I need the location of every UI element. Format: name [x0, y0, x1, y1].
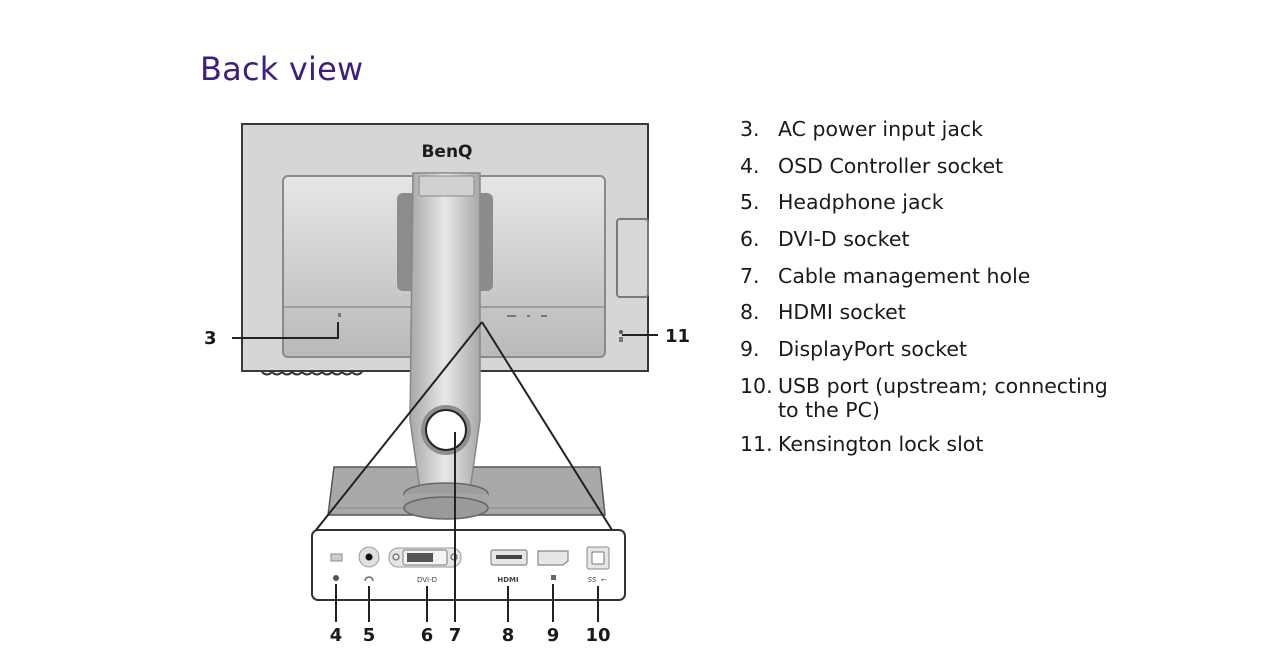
legend-item: 3.AC power input jack	[740, 117, 984, 141]
port-legend: 3.AC power input jack 4.OSD Controller s…	[740, 117, 1108, 469]
legend-item: 5.Headphone jack	[740, 190, 944, 215]
port-panel: DVI-D HDMI SS ⭠	[311, 529, 626, 601]
usb-port-label: SS	[588, 576, 597, 584]
usb-icon: ⭠	[601, 575, 608, 584]
usb-upstream-port	[586, 546, 610, 570]
legend-item: 9.DisplayPort socket	[740, 337, 968, 362]
callout-4: 4	[330, 625, 343, 646]
legend-item: 8.HDMI socket	[740, 300, 906, 325]
callout-8: 8	[502, 625, 515, 646]
callout-3: 3	[204, 328, 217, 349]
dvi-port-label: DVI-D	[417, 576, 437, 584]
hdmi-port-label: HDMI	[497, 576, 518, 584]
callout-10: 10	[585, 625, 610, 646]
callout-6: 6	[421, 625, 434, 646]
callout-11: 11	[665, 326, 690, 347]
callout-5: 5	[363, 625, 376, 646]
brand-logo: BenQ	[421, 142, 472, 162]
zoom-guide-lines	[315, 321, 613, 531]
displayport-socket	[537, 550, 569, 566]
legend-item: 6.DVI-D socket	[740, 227, 910, 252]
leader-lines	[232, 322, 658, 622]
legend-item: 11.Kensington lock slot	[740, 431, 984, 456]
dvi-d-socket	[388, 547, 462, 568]
page-title: Back view	[200, 50, 364, 88]
vent-bumps	[261, 370, 363, 376]
monitor-stand	[327, 172, 606, 520]
legend-item: 4.OSD Controller socket	[740, 153, 1004, 178]
hdmi-socket	[490, 549, 528, 566]
legend-item: 7.Cable management hole	[740, 263, 1031, 288]
callout-9: 9	[547, 625, 560, 646]
osd-controller-socket	[330, 553, 343, 562]
callout-7: 7	[449, 625, 462, 646]
